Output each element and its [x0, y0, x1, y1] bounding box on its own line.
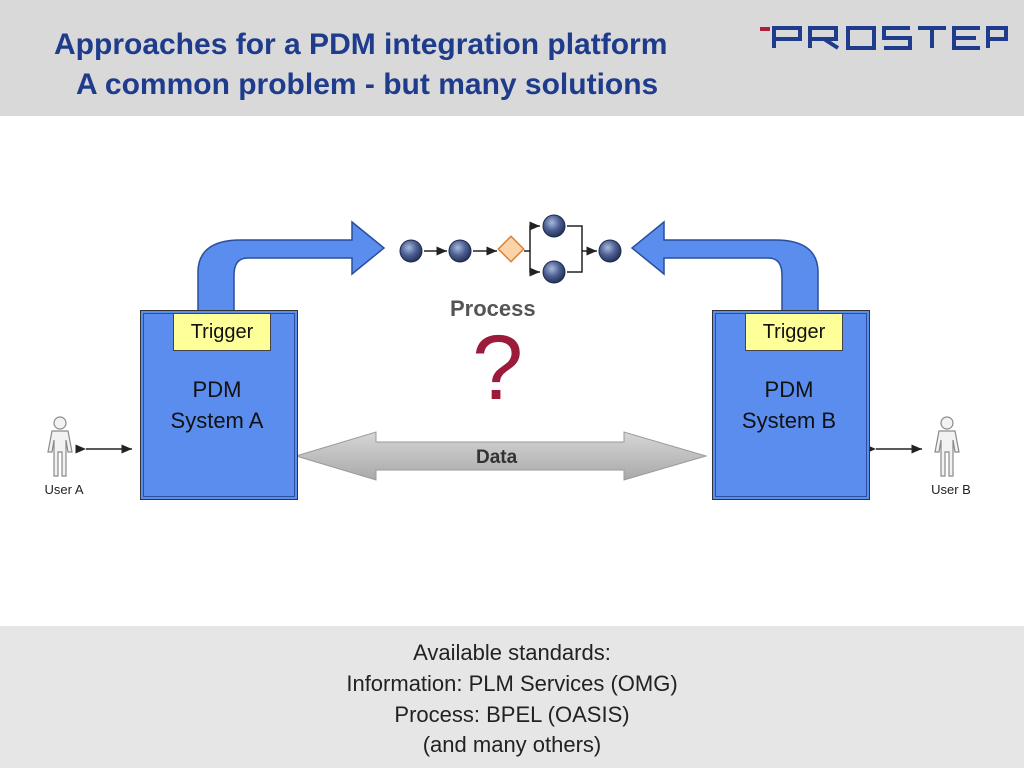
footer-line-3: Process: BPEL (OASIS): [394, 702, 630, 727]
question-mark: ?: [472, 317, 524, 419]
footer-panel: [0, 626, 1024, 768]
footer-line-4: (and many others): [422, 732, 602, 757]
data-arrow: [294, 431, 708, 481]
data-label: Data: [476, 447, 518, 468]
prostep-logo: [760, 26, 1008, 50]
user-a-label: User A: [44, 482, 84, 497]
process-gateway: [497, 235, 525, 263]
system-a-line1: PDM: [192, 377, 242, 402]
user-b-icon: [934, 416, 960, 477]
process-node: [598, 239, 622, 263]
process-node: [448, 239, 472, 263]
system-b-line1: PDM: [764, 377, 814, 402]
footer-line-1: Available standards:: [413, 640, 611, 665]
trigger-arrow-right: [630, 220, 819, 313]
integration-diagram: [47, 214, 960, 481]
system-b-line2: System B: [741, 408, 837, 433]
footer-line-2: Information: PLM Services (OMG): [346, 671, 678, 696]
process-node: [542, 214, 566, 238]
system-a-line2: System A: [170, 408, 264, 433]
process-label: Process: [450, 296, 536, 321]
process-node: [399, 239, 423, 263]
header-bar: [0, 0, 1024, 116]
pdm-system-b-box: [712, 310, 870, 500]
page-title-line1: Approaches for a PDM integration platfor…: [54, 28, 668, 61]
trigger-b-label: Trigger: [745, 313, 843, 351]
user-b-label: User B: [931, 482, 971, 497]
trigger-a-label: Trigger: [173, 313, 271, 351]
process-node: [542, 260, 566, 284]
user-a-icon: [47, 416, 73, 477]
process-flow: [424, 221, 597, 277]
page-title-line2: A common problem - but many solutions: [76, 68, 659, 101]
trigger-arrow-left: [197, 220, 386, 313]
